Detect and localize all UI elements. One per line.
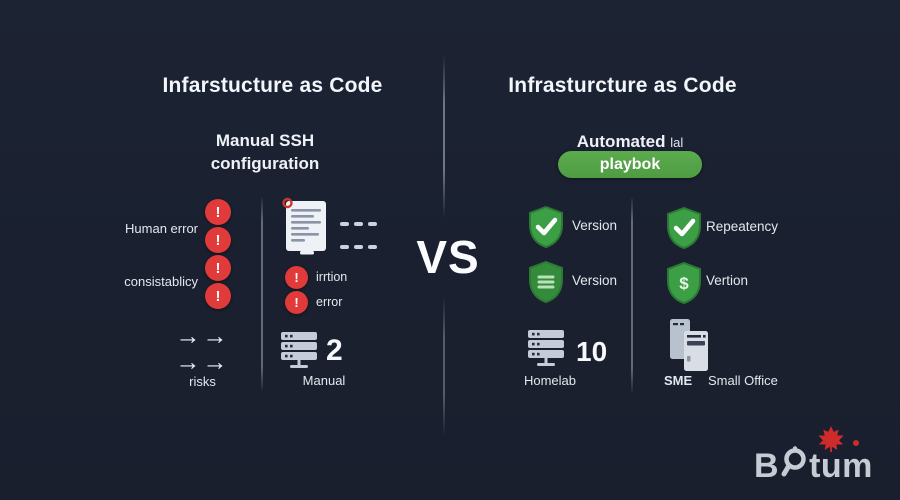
risks-label: risks	[189, 374, 216, 389]
vs-label: VS	[416, 231, 480, 283]
warning-icon: !	[205, 255, 231, 281]
dash-marks	[340, 245, 377, 249]
center-divider-top	[443, 55, 445, 218]
issue-label: error	[316, 295, 343, 309]
left-column-divider	[261, 198, 263, 390]
left-subtitle-line1: Manual SSH	[215, 131, 315, 150]
sme-label: SME	[664, 373, 693, 388]
double-arrow-icon: →→	[175, 348, 230, 376]
warning-icon: !	[205, 227, 231, 253]
document-icon	[280, 197, 332, 262]
right-subtitle-extra: lal	[670, 135, 684, 150]
dash-marks	[340, 222, 377, 226]
maple-leaf-icon	[816, 426, 846, 458]
small-office-label: Small Office	[708, 373, 778, 388]
brand-red-dot	[853, 440, 859, 446]
manual-count: 2	[326, 334, 343, 367]
manual-label: Manual	[302, 373, 346, 388]
benefit-label: Vertion	[706, 273, 749, 288]
magnifier-icon	[781, 446, 808, 483]
right-title: Infrasturcture as Code	[508, 74, 737, 97]
left-title: Infarstucture as Code	[162, 74, 383, 97]
consistency-label: consistablicy	[124, 274, 198, 289]
warning-icon: !	[285, 291, 308, 314]
shield-check-icon	[527, 205, 565, 253]
homelab-label: Homelab	[523, 373, 577, 388]
brand-wordmark: B tum	[754, 446, 873, 483]
right-subtitle-main: Automated	[576, 132, 666, 151]
brand-prefix: B	[754, 447, 780, 485]
shield-check-icon	[665, 206, 703, 254]
benefit-label: Version	[572, 273, 618, 288]
homelab-count: 10	[576, 336, 608, 367]
human-error-label: Human error	[125, 221, 198, 236]
warning-icon: !	[205, 283, 231, 309]
center-divider-bottom	[443, 296, 445, 436]
playbook-pill-label: playbok	[599, 155, 661, 173]
brand-logo: B tum	[752, 426, 897, 488]
right-column-divider	[631, 198, 633, 392]
shield-list-icon	[527, 260, 565, 308]
shield-dollar-icon: $	[665, 261, 703, 309]
right-subtitle: Automated lal	[520, 130, 740, 154]
benefit-label: Repeatency	[706, 219, 779, 234]
dollar-glyph: $	[679, 274, 689, 293]
server-rack-icon	[277, 331, 321, 374]
brand-suffix: tum	[809, 447, 873, 485]
double-arrow-icon: →→	[175, 322, 230, 350]
playbook-pill: playbok	[558, 151, 702, 178]
left-subtitle: Manual SSH configuration	[150, 129, 380, 175]
warning-icon: !	[205, 199, 231, 225]
issue-label: irrtion	[316, 270, 348, 284]
server-rack-icon	[524, 329, 568, 372]
warning-icon: !	[285, 266, 308, 289]
computer-towers-icon	[666, 318, 712, 379]
benefit-label: Version	[572, 218, 618, 233]
left-subtitle-line2: configuration	[210, 154, 320, 173]
